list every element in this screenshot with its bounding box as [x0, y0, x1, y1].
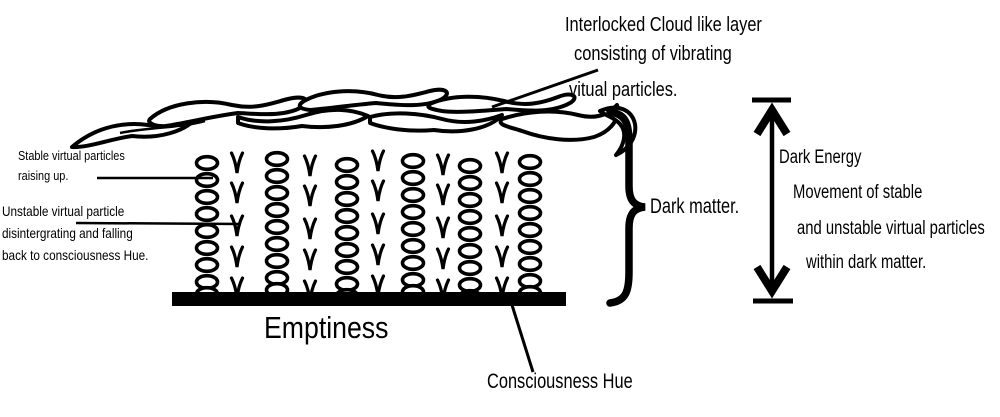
dark-matter-brace	[606, 108, 646, 307]
cloud-label-line-2: consisting of vibrating	[574, 43, 732, 65]
unstable-label-line-2: disintergrating and falling	[2, 225, 133, 241]
dark-energy-label-line-2: Movement of stable	[793, 182, 923, 203]
consciousness-hue-label: Consciousness Hue	[487, 370, 633, 393]
ground-bar	[172, 292, 566, 306]
pointer-line-unstable	[75, 221, 242, 226]
cloud-label-line-1: Interlocked Cloud like layer	[565, 14, 762, 36]
particle-field	[194, 149, 543, 306]
stable-label-line-1: Stable virtual particles	[18, 148, 125, 163]
dark-energy-label-line-3: and unstable virtual particles	[797, 218, 985, 239]
unstable-label-line-1: Unstable virtual particle	[2, 203, 125, 219]
dark-matter-label: Dark matter.	[650, 195, 740, 218]
pointer-line-cloud	[491, 68, 599, 109]
cloud-layer	[70, 87, 638, 157]
dark-energy-arrow	[752, 97, 793, 304]
unstable-label-line-3: back to consciousness Hue.	[2, 247, 149, 263]
dark-energy-label-line-1: Dark Energy	[779, 147, 862, 168]
cloud-label-line-3: vitual particles.	[569, 79, 678, 101]
dark-energy-label-line-4: within dark matter.	[806, 252, 927, 273]
emptiness-label: Emptiness	[264, 310, 389, 345]
pointer-line-consciousness	[510, 304, 535, 373]
stable-label-line-2: raising up.	[18, 168, 69, 183]
